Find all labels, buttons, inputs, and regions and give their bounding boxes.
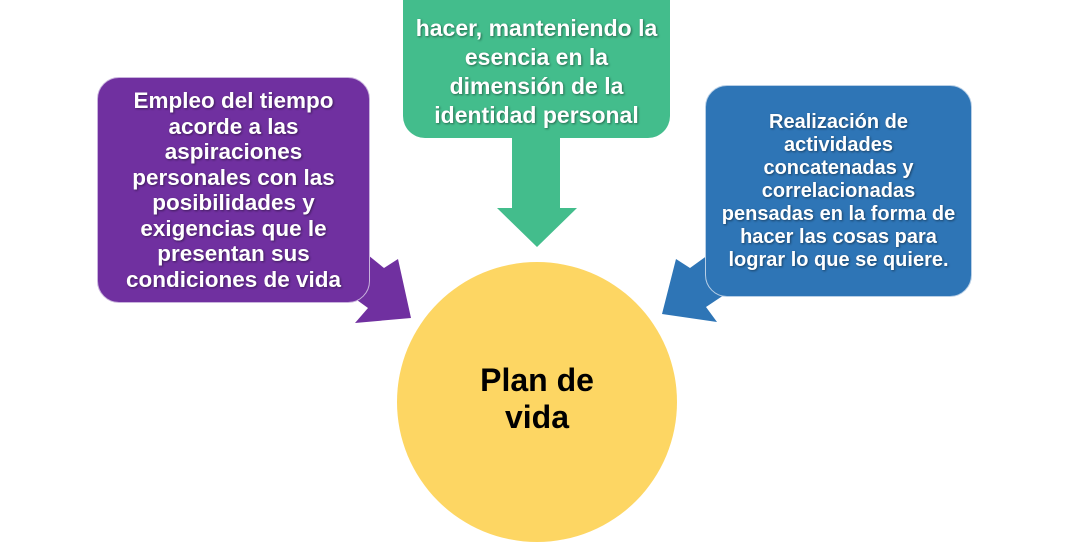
top-arrow: [497, 138, 577, 247]
plan-de-vida-circle: Plan de vida: [397, 262, 677, 542]
right-box: Realización de actividades concatenadas …: [705, 85, 972, 297]
left-box: Empleo del tiempo acorde a las aspiracio…: [97, 77, 370, 303]
top-box-text: hacer, manteniendo la esencia en la dime…: [415, 15, 658, 128]
top-box: hacer, manteniendo la esencia en la dime…: [403, 0, 670, 138]
center-label: Plan de vida: [480, 362, 594, 435]
left-box-text: Empleo del tiempo acorde a las aspiracio…: [125, 88, 342, 292]
right-box-text: Realización de actividades concatenadas …: [721, 110, 956, 271]
